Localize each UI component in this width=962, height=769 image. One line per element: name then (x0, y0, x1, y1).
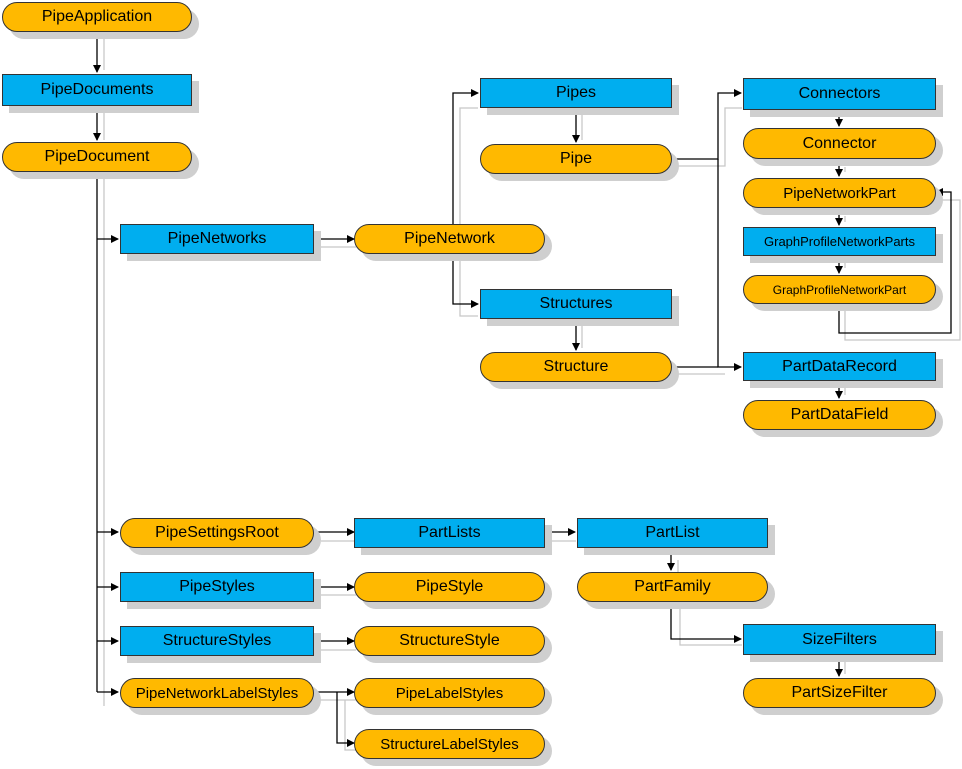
node-structure-styles: StructureStyles (120, 626, 314, 656)
node-part-lists: PartLists (354, 518, 545, 548)
node-connectors: Connectors (743, 78, 936, 110)
node-pipe-network-part: PipeNetworkPart (743, 178, 936, 208)
node-structures: Structures (480, 289, 672, 319)
node-pipe-network-label-styles: PipeNetworkLabelStyles (120, 678, 314, 708)
node-part-list: PartList (577, 518, 768, 548)
node-pipe-application: PipeApplication (2, 2, 192, 32)
node-structure: Structure (480, 352, 672, 382)
node-part-size-filter: PartSizeFilter (743, 678, 936, 708)
node-pipe-documents: PipeDocuments (2, 74, 192, 106)
node-pipe-settings-root: PipeSettingsRoot (120, 518, 314, 548)
node-structure-label-styles: StructureLabelStyles (354, 729, 545, 759)
node-pipe-styles: PipeStyles (120, 572, 314, 602)
node-part-data-field: PartDataField (743, 400, 936, 430)
node-pipe-label-styles: PipeLabelStyles (354, 678, 545, 708)
node-part-data-record: PartDataRecord (743, 352, 936, 381)
node-pipe-network: PipeNetwork (354, 224, 545, 254)
node-graph-profile-network-parts: GraphProfileNetworkParts (743, 227, 936, 256)
node-pipes: Pipes (480, 78, 672, 108)
node-pipe-style: PipeStyle (354, 572, 545, 602)
node-size-filters: SizeFilters (743, 624, 936, 655)
node-pipe-document: PipeDocument (2, 142, 192, 172)
node-structure-style: StructureStyle (354, 626, 545, 656)
node-connector: Connector (743, 128, 936, 159)
node-graph-profile-network-part: GraphProfileNetworkPart (743, 275, 936, 304)
node-part-family: PartFamily (577, 572, 768, 602)
node-pipe-networks: PipeNetworks (120, 224, 314, 254)
node-pipe: Pipe (480, 144, 672, 174)
